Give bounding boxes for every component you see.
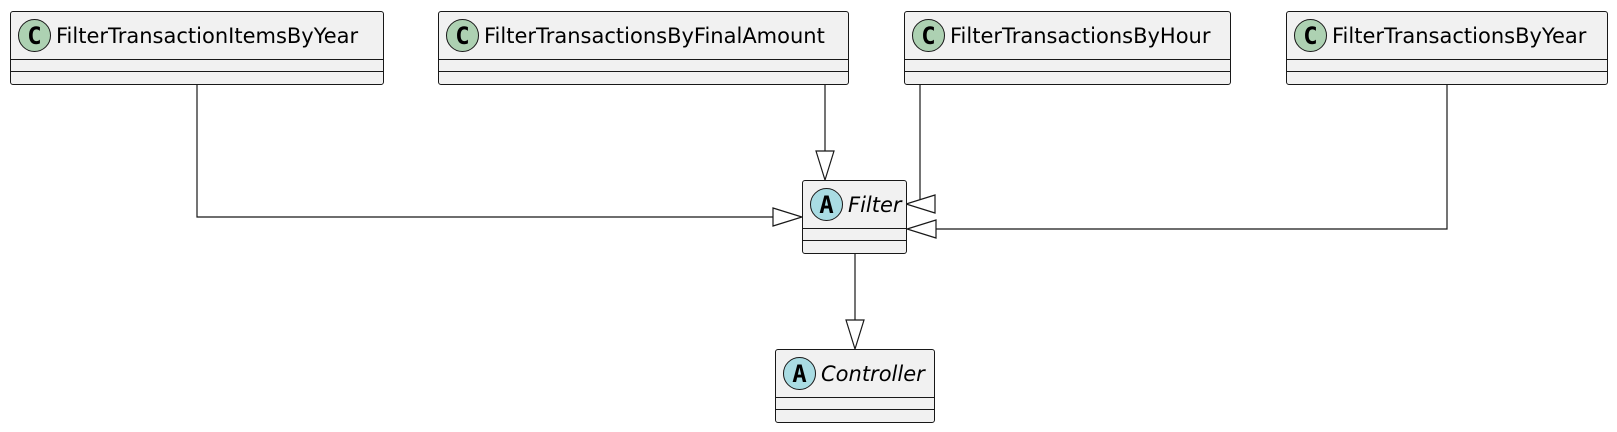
abstract-class-controller[interactable]: A Controller	[775, 349, 935, 423]
attributes-compartment	[1287, 59, 1607, 71]
class-filter-transactions-by-year[interactable]: C FilterTransactionsByYear	[1286, 11, 1608, 85]
arrowhead-controller	[845, 319, 865, 352]
methods-compartment	[803, 240, 906, 252]
attributes-compartment	[11, 59, 383, 71]
edge-items-year-to-filter	[196, 85, 773, 218]
methods-compartment	[776, 409, 934, 421]
class-name: FilterTransactionsByFinalAmount	[484, 23, 825, 48]
attributes-compartment	[803, 228, 906, 240]
class-stereotype-icon: C	[18, 19, 51, 52]
methods-compartment	[11, 71, 383, 83]
class-name: Filter	[848, 192, 902, 217]
class-name: FilterTransactionsByYear	[1332, 23, 1587, 48]
attributes-compartment	[439, 59, 848, 71]
abstract-class-filter[interactable]: A Filter	[802, 180, 907, 254]
class-filter-transactions-by-hour[interactable]: C FilterTransactionsByHour	[904, 11, 1231, 85]
class-name: Controller	[821, 361, 925, 386]
methods-compartment	[439, 71, 848, 83]
abstract-stereotype-icon: A	[810, 188, 843, 221]
class-stereotype-icon: C	[912, 19, 945, 52]
class-name: FilterTransactionItemsByYear	[56, 23, 359, 48]
class-filter-transaction-items-by-year[interactable]: C FilterTransactionItemsByYear	[10, 11, 384, 85]
methods-compartment	[905, 71, 1230, 83]
abstract-stereotype-icon: A	[783, 357, 816, 390]
edge-year-to-filter	[936, 85, 1448, 230]
edge-hour-to-filter	[919, 85, 935, 205]
arrowhead-year	[904, 219, 937, 239]
class-name: FilterTransactionsByHour	[950, 23, 1211, 48]
arrowhead-items-year	[772, 207, 805, 227]
class-stereotype-icon: C	[446, 19, 479, 52]
class-stereotype-icon: C	[1294, 19, 1327, 52]
class-filter-transactions-by-final-amount[interactable]: C FilterTransactionsByFinalAmount	[438, 11, 849, 85]
arrowhead-final-amount	[815, 150, 835, 183]
attributes-compartment	[776, 397, 934, 409]
arrowhead-hour	[903, 194, 936, 214]
methods-compartment	[1287, 71, 1607, 83]
attributes-compartment	[905, 59, 1230, 71]
